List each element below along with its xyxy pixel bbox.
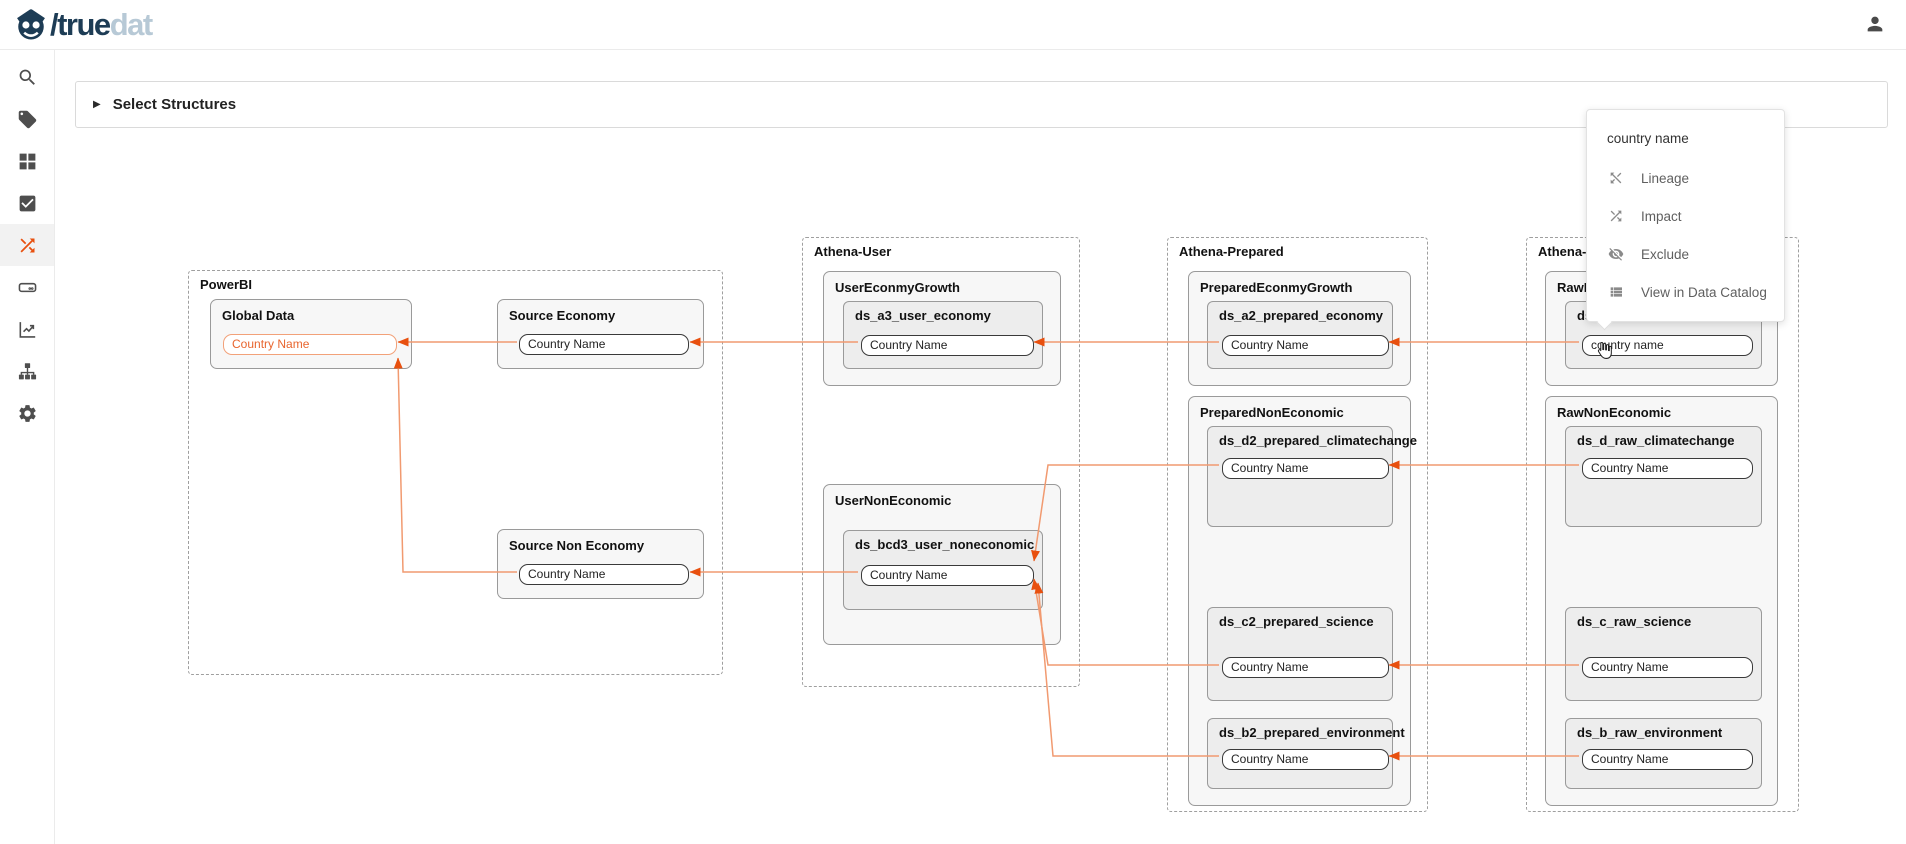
field-context-menu: country name Lineage Impact Exclude View… [1586,109,1786,330]
sidebar-item-settings[interactable] [0,392,54,434]
group-label: Athena-User [814,244,892,259]
chart-line-icon [19,321,35,338]
node-user-econmy-growth[interactable]: UserEconmyGrowth ds_a3_user_economy Coun… [823,271,1061,386]
group-powerbi[interactable]: PowerBI Global Data Country Name Source … [188,270,723,675]
node-raw-economic[interactable]: RawEc ds_ country name [1545,271,1778,386]
field-country-name[interactable]: Country Name [861,565,1034,586]
dataset-title: ds_a2_prepared_economy [1219,308,1384,323]
select-structures-label: Select Structures [112,96,237,113]
sitemap-icon [18,362,36,379]
sidebar-item-tasks[interactable] [0,182,54,224]
exclude-icon [1608,248,1624,261]
node-title: UserNonEconomic [835,493,952,508]
node-source-economy[interactable]: Source Economy Country Name [497,299,704,369]
owl-logo-icon [17,9,45,40]
node-prepared-econmy-growth[interactable]: PreparedEconmyGrowth ds_a2_prepared_econ… [1188,271,1411,386]
person-icon [1867,16,1883,32]
field-country-name[interactable]: Country Name [1582,749,1753,770]
node-prepared-non-economic[interactable]: PreparedNonEconomic ds_d2_prepared_clima… [1188,396,1417,806]
top-header: /truedat [0,0,1906,50]
search-icon [19,69,35,85]
field-country-name[interactable]: Country Name [519,564,689,585]
sidebar-item-modules[interactable] [0,140,54,182]
group-label: Athena-Prepared [1179,244,1284,259]
field-country-name-selected[interactable]: Country Name [223,334,397,355]
check-square-icon [19,195,35,211]
node-title: UserEconmyGrowth [835,280,960,295]
grid-icon [19,153,35,169]
sidebar-item-analytics[interactable] [0,308,54,350]
context-menu-item-exclude[interactable]: Exclude [1587,242,1786,266]
group-athena-raw[interactable]: Athena-Ra RawEc ds_ country name RawNonE… [1526,237,1799,812]
field-country-name[interactable]: Country Name [1582,458,1753,479]
sidebar-item-lineage[interactable] [0,224,54,266]
tag-icon [18,110,36,128]
field-country-name-hovered[interactable]: country name [1582,335,1753,356]
field-country-name[interactable]: Country Name [519,334,689,355]
truedat-logo[interactable]: /truedat [14,7,153,42]
impact-icon [1610,210,1622,222]
dataset-ds-c-raw-science[interactable]: ds_c_raw_science Country Name [1565,607,1762,701]
gear-icon [18,404,36,422]
field-country-name[interactable]: Country Name [1222,335,1389,356]
collapse-triangle-icon: ▶ [93,99,101,110]
select-structures-panel[interactable]: ▶ Select Structures [75,81,1888,128]
dataset-title: ds_bcd3_user_noneconomic [855,537,1035,552]
dataset-title: ds_d2_prepared_climatechange [1219,433,1417,448]
shuffle-icon [20,238,34,252]
dataset-ds-d-raw-climatechange[interactable]: ds_d_raw_climatechange Country Name [1565,426,1762,527]
node-user-non-economic[interactable]: UserNonEconomic ds_bcd3_user_noneconomic… [823,484,1061,645]
node-source-non-economy[interactable]: Source Non Economy Country Name [497,529,704,599]
dataset-ds-b2-prepared-environment[interactable]: ds_b2_prepared_environment Country Name [1207,718,1405,789]
group-athena-prepared[interactable]: Athena-Prepared PreparedEconmyGrowth ds_… [1167,237,1428,812]
context-menu-title: country name [1607,131,1689,146]
node-raw-non-economic[interactable]: RawNonEconomic ds_d_raw_climatechange Co… [1545,396,1778,806]
dataset-ds-c2-prepared-science[interactable]: ds_c2_prepared_science Country Name [1207,607,1393,701]
server-icon [18,282,36,292]
dataset-title: ds_b_raw_environment [1577,725,1723,740]
node-title: RawNonEconomic [1557,405,1672,420]
dataset-title: ds_c_raw_science [1577,614,1692,629]
node-title: Source Economy [509,308,616,323]
node-title: Source Non Economy [509,538,645,553]
field-country-name[interactable]: Country Name [1582,657,1753,678]
dataset-title: ds_d_raw_climatechange [1577,433,1735,448]
field-country-name[interactable]: Country Name [861,335,1034,356]
field-country-name[interactable]: Country Name [1222,749,1389,770]
context-menu-item-view-in-data-catalog[interactable]: View in Data Catalog [1587,280,1786,304]
dataset-ds-d2-prepared-climatechange[interactable]: ds_d2_prepared_climatechange Country Nam… [1207,426,1417,527]
sidebar-item-storage[interactable] [0,266,54,308]
user-menu-button[interactable] [1864,13,1888,37]
dataset-title: ds_c2_prepared_science [1219,614,1374,629]
dataset-ds-a2-prepared-economy[interactable]: ds_a2_prepared_economy Country Name [1207,301,1393,369]
context-menu-item-impact[interactable]: Impact [1587,204,1786,228]
dataset-ds-bcd3-user-noneconomic[interactable]: ds_bcd3_user_noneconomic Country Name [843,530,1043,610]
sidebar-item-tags[interactable] [0,98,54,140]
lineage-icon [1610,172,1622,184]
node-global-data[interactable]: Global Data Country Name [210,299,412,369]
group-athena-user[interactable]: Athena-User UserEconmyGrowth ds_a3_user_… [802,237,1080,687]
sidebar-item-hierarchy[interactable] [0,350,54,392]
dataset-title: ds_a3_user_economy [855,308,991,323]
field-country-name[interactable]: Country Name [1222,458,1389,479]
sidebar-item-search[interactable] [0,56,54,98]
node-title: PreparedNonEconomic [1200,405,1344,420]
catalog-list-icon [1610,287,1622,297]
brand-text: /truedat [50,7,153,42]
left-sidebar [0,50,55,844]
dataset-ds-b-raw-environment[interactable]: ds_b_raw_environment Country Name [1565,718,1762,789]
node-title: PreparedEconmyGrowth [1200,280,1353,295]
field-country-name[interactable]: Country Name [1222,657,1389,678]
dataset-title: ds_b2_prepared_environment [1219,725,1405,740]
dataset-ds-a3-user-economy[interactable]: ds_a3_user_economy Country Name [843,301,1043,369]
node-title: Global Data [222,308,295,323]
group-label: PowerBI [200,277,253,292]
context-menu-item-lineage[interactable]: Lineage [1587,166,1786,190]
